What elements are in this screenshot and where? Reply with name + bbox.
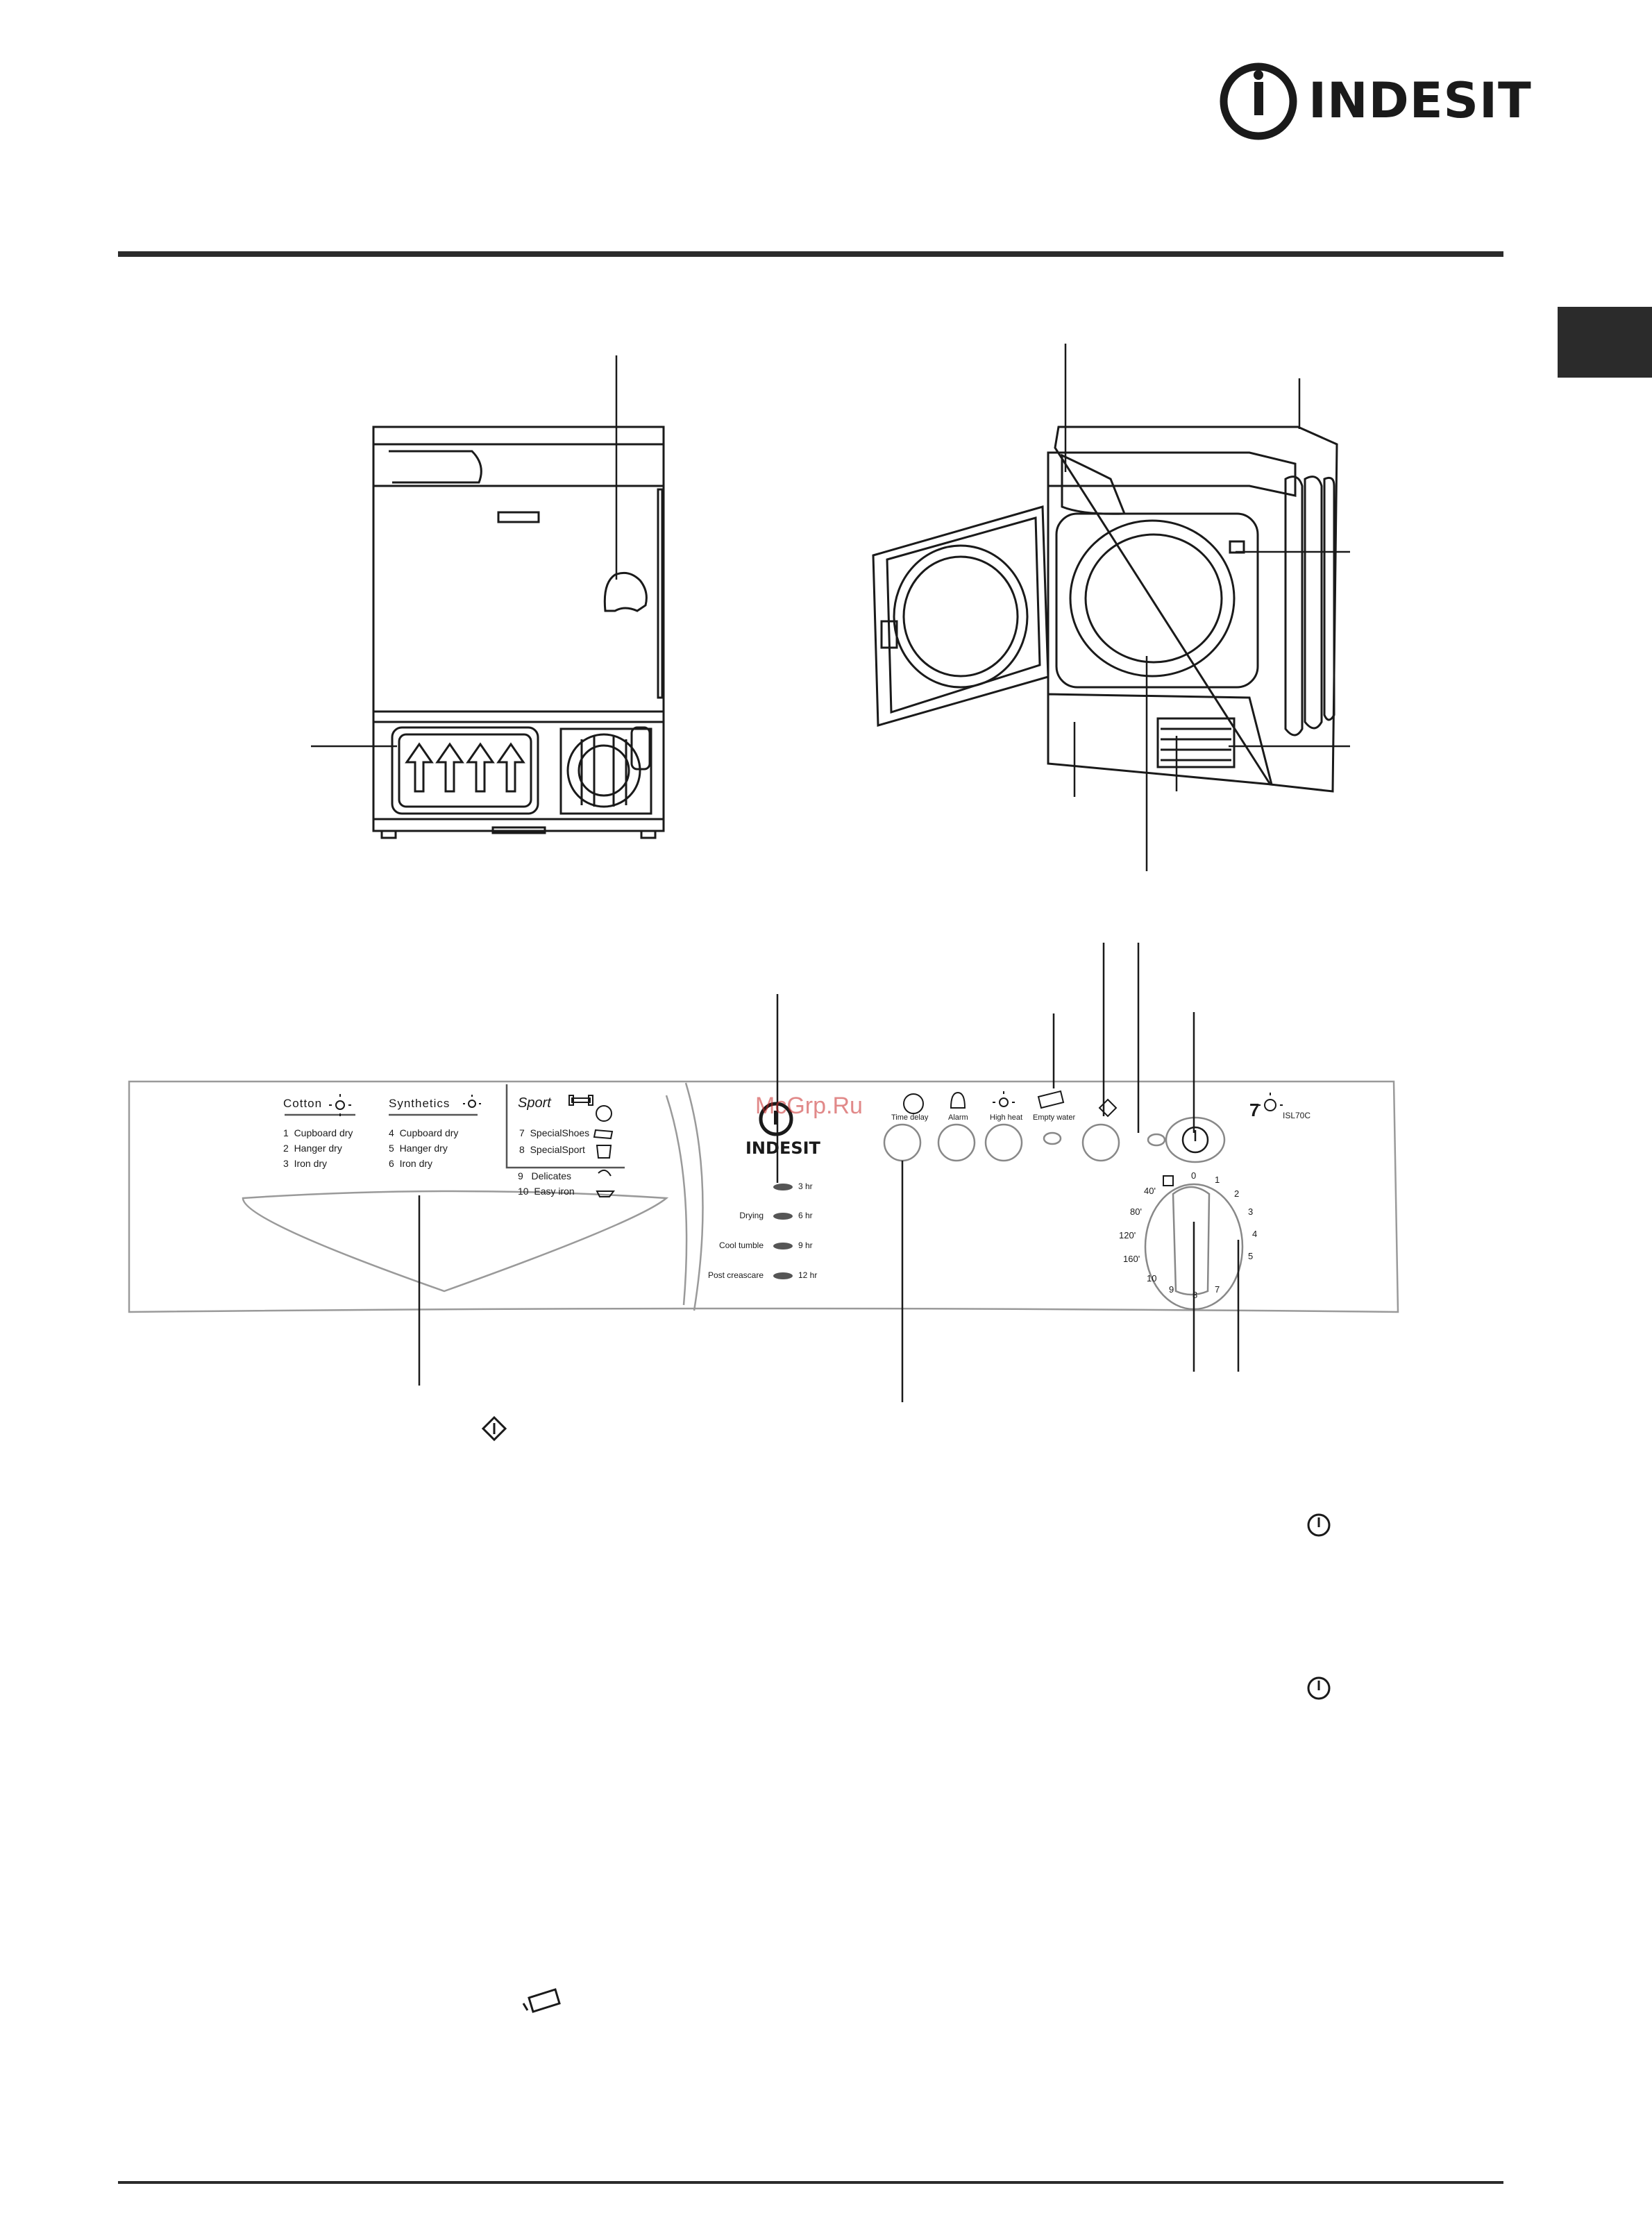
on-off-icon-second: [1307, 1676, 1331, 1700]
dumbbell-icon: [568, 1095, 593, 1106]
dial-number: 9: [1169, 1284, 1174, 1295]
dryer-front-view: [372, 426, 665, 839]
status-time: 6 hr: [798, 1211, 813, 1220]
high-heat-button[interactable]: High heat: [990, 1113, 1023, 1122]
program-item[interactable]: 10 Easy iron: [518, 1186, 575, 1197]
status-time: 12 hr: [798, 1270, 818, 1280]
status-time: 3 hr: [798, 1181, 813, 1191]
start-pause-icon: [1098, 1098, 1118, 1118]
start-pause-button[interactable]: [1083, 1125, 1119, 1161]
time-delay-icon: [903, 1093, 924, 1114]
dial-number: 2: [1234, 1188, 1240, 1199]
alarm-icon: [950, 1091, 966, 1109]
program-item[interactable]: 9 Delicates: [518, 1170, 572, 1181]
shoe-icon: [593, 1129, 614, 1140]
sun-icon-cotton: [329, 1094, 351, 1116]
time-delay-button[interactable]: Time delay: [891, 1113, 929, 1122]
empty-water-indicator: Empty water: [1033, 1113, 1076, 1122]
water-container-icon: [1037, 1090, 1065, 1109]
dial-number: 8: [1192, 1290, 1198, 1300]
program-item[interactable]: 2 Hanger dry: [283, 1143, 342, 1154]
language-tab: [1558, 307, 1652, 378]
empty-water-icon: [528, 1988, 561, 2013]
model-capacity: 7: [1249, 1100, 1260, 1120]
program-item[interactable]: 1 Cupboard dry: [283, 1127, 353, 1138]
dial-label: 40': [1144, 1186, 1156, 1196]
shirt-icon: [596, 1145, 612, 1159]
status-label: Drying: [739, 1211, 764, 1220]
panel-logo-mark: [759, 1102, 793, 1136]
model-name: ISL70C: [1283, 1111, 1311, 1120]
sun-icon-model: [1258, 1093, 1283, 1111]
status-time: 9 hr: [798, 1240, 813, 1250]
on-off-button[interactable]: [1166, 1118, 1224, 1162]
synthetics-heading: Synthetics: [389, 1097, 450, 1110]
iron-icon: [596, 1190, 615, 1197]
program-item[interactable]: 6 Iron dry: [389, 1158, 433, 1169]
indesit-logo: INDESIT: [1218, 60, 1531, 143]
program-item[interactable]: 7 SpecialShoes: [519, 1127, 590, 1138]
start-pause-symbol-icon: [481, 1415, 507, 1442]
sport-heading: Sport: [518, 1095, 551, 1111]
status-label: Post creascare: [707, 1270, 764, 1280]
dial-number: 10: [1147, 1273, 1157, 1284]
illustration-callouts: [311, 344, 1350, 871]
dial-label: 160': [1123, 1254, 1140, 1264]
watermark: McGrp.Ru: [755, 1093, 863, 1119]
program-dial[interactable]: [1145, 1184, 1242, 1309]
dial-number: 1: [1215, 1175, 1220, 1185]
sun-icon-synthetics: [463, 1095, 481, 1108]
header-rule: [118, 251, 1503, 257]
cotton-heading: Cotton: [283, 1097, 323, 1110]
program-item[interactable]: 3 Iron dry: [283, 1158, 328, 1169]
dryer-open-view: [872, 426, 1338, 793]
dial-number: 3: [1248, 1206, 1254, 1217]
dial-number: 5: [1248, 1251, 1254, 1261]
program-item[interactable]: 8 SpecialSport: [519, 1144, 585, 1155]
footer-rule: [118, 2181, 1503, 2184]
sun-icon-high-heat: [993, 1091, 1015, 1107]
brand-name: INDESIT: [1308, 72, 1532, 129]
dial-number: 0: [1191, 1170, 1197, 1181]
ball-icon: [596, 1105, 612, 1122]
dial-number: 7: [1215, 1284, 1220, 1295]
program-item[interactable]: 5 Hanger dry: [389, 1143, 448, 1154]
indesit-logo-mark: [1220, 62, 1297, 140]
panel-callouts: [418, 943, 1240, 1402]
panel-brand: INDESIT: [745, 1138, 820, 1158]
dial-label: 120': [1119, 1230, 1136, 1240]
status-light-pills: [773, 1184, 793, 1279]
on-off-icon: [1307, 1513, 1331, 1537]
cool-icon: [1163, 1175, 1174, 1186]
program-item[interactable]: 4 Cupboard dry: [389, 1127, 459, 1138]
dial-number: 4: [1252, 1229, 1258, 1239]
delicates-icon: [598, 1169, 612, 1177]
dial-label: 80': [1130, 1206, 1142, 1217]
status-label: Cool tumble: [718, 1240, 764, 1250]
alarm-button[interactable]: Alarm: [948, 1113, 968, 1122]
